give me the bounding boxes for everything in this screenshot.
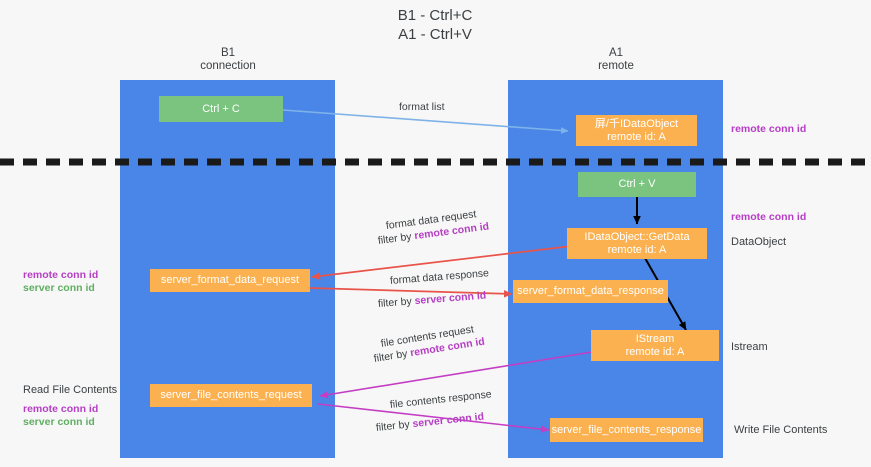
left-label-remote-conn-id-b-text: remote conn id xyxy=(23,403,99,415)
left-label-server-conn-id-b-text: server conn id xyxy=(23,416,95,428)
arrow-file-contents-request xyxy=(319,351,593,399)
node-server-file-contents-request-label: server_file_contents_request xyxy=(160,389,302,401)
node-server-format-data-response[interactable]: server_format_data_response xyxy=(513,280,668,303)
arrow-format-list xyxy=(282,109,569,134)
node-server-format-data-request[interactable]: server_format_data_request xyxy=(150,269,310,292)
column-b1-name: B1 xyxy=(220,47,236,59)
left-label-server-conn-id-a-text: server conn id xyxy=(23,282,95,294)
node-server-file-contents-response-label: server_file_contents_response xyxy=(551,423,702,436)
node-getdata-line1: IDataObject::GetData xyxy=(584,230,690,243)
column-a1-name: A1 xyxy=(608,47,624,59)
node-idataobject-top[interactable]: 屏/千IDataObject remote id: A xyxy=(576,115,697,146)
title-line-1: B1 - Ctrl+C xyxy=(397,7,473,24)
column-a1-role: remote xyxy=(598,60,634,72)
right-label-remote-conn-id-mid-text: remote conn id xyxy=(731,211,807,223)
right-label-istream: Istream xyxy=(731,341,768,354)
node-istream-line1: IStream xyxy=(635,332,675,345)
right-label-dataobject: DataObject xyxy=(731,236,786,249)
left-label-read-file-contents: Read File Contents xyxy=(23,384,117,397)
node-istream-line2: remote id: A xyxy=(625,345,685,358)
left-label-server-conn-id-b: server conn id xyxy=(23,416,95,429)
left-label-server-conn-id-a: server conn id xyxy=(23,282,95,295)
node-ctrl-v[interactable]: Ctrl + V xyxy=(578,172,696,197)
right-label-istream-text: Istream xyxy=(731,341,768,353)
node-server-format-data-response-label: server_format_data_response xyxy=(517,285,664,297)
column-header-a1: A1 remote xyxy=(540,47,692,73)
edge-label-format-list: format list xyxy=(399,101,445,114)
arrow-format-data-response xyxy=(309,287,513,298)
node-idataobject-top-line1: 屏/千IDataObject xyxy=(594,117,679,130)
page-title: B1 - Ctrl+C A1 - Ctrl+V xyxy=(335,6,535,44)
arrow-file-contents-response xyxy=(317,403,550,433)
column-header-b1: B1 connection xyxy=(152,47,304,73)
right-label-remote-conn-id-top-text: remote conn id xyxy=(731,123,807,135)
left-label-remote-conn-id-b: remote conn id xyxy=(23,403,98,416)
left-label-remote-conn-id-a-text: remote conn id xyxy=(23,269,99,281)
right-label-dataobject-text: DataObject xyxy=(731,236,787,248)
title-line-2: A1 - Ctrl+V xyxy=(398,26,472,43)
node-istream[interactable]: IStream remote id: A xyxy=(591,330,719,361)
node-ctrl-c[interactable]: Ctrl + C xyxy=(159,96,283,122)
node-idataobject-getdata[interactable]: IDataObject::GetData remote id: A xyxy=(567,228,707,259)
right-label-write-file-contents: Write File Contents xyxy=(734,424,827,437)
filter-prefix: filter by xyxy=(377,295,416,310)
node-ctrl-v-label: Ctrl + V xyxy=(618,178,656,190)
node-server-file-contents-request[interactable]: server_file_contents_request xyxy=(150,384,312,407)
node-server-file-contents-response[interactable]: server_file_contents_response xyxy=(550,418,703,442)
right-label-remote-conn-id-mid: remote conn id xyxy=(731,211,806,224)
arrow-format-data-request xyxy=(311,245,573,280)
right-label-remote-conn-id-top: remote conn id xyxy=(731,123,806,136)
edge-label-format-list-text: format list xyxy=(399,101,445,113)
node-idataobject-top-line2: remote id: A xyxy=(607,130,666,143)
node-getdata-line2: remote id: A xyxy=(607,243,667,256)
column-b1-role: connection xyxy=(200,60,256,72)
node-ctrl-c-label: Ctrl + C xyxy=(202,102,240,115)
right-label-write-file-contents-text: Write File Contents xyxy=(734,424,828,436)
node-server-format-data-request-label: server_format_data_request xyxy=(160,274,300,286)
left-label-remote-conn-id-a: remote conn id xyxy=(23,269,98,282)
left-label-read-file-contents-text: Read File Contents xyxy=(23,384,118,396)
filter-prefix: filter by xyxy=(375,418,414,434)
